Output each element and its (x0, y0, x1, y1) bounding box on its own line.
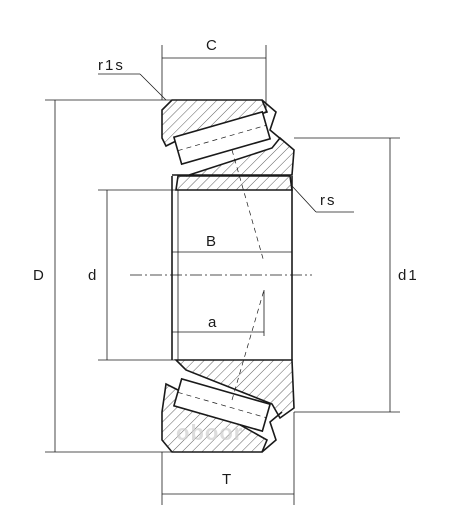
label-d1: d1 (398, 267, 419, 284)
label-B: B (206, 233, 218, 250)
roller-top (172, 110, 272, 166)
roller-bottom (172, 377, 272, 433)
label-rs: rs (320, 192, 337, 209)
contact-line-bottom (231, 289, 265, 401)
inner-ring-top (172, 136, 295, 177)
cage-bottom (261, 411, 283, 453)
label-D: D (33, 267, 46, 284)
r1s-leader-diag (139, 73, 167, 101)
label-a: a (208, 314, 218, 331)
label-r1s: r1s (98, 57, 125, 74)
inner-ring-top-body (175, 175, 293, 191)
label-T: T (222, 471, 233, 488)
cage-top (261, 99, 283, 141)
label-c: C (206, 37, 219, 54)
label-d: d (88, 267, 98, 284)
rs-leader-diag (291, 185, 317, 213)
watermark-text: oboor (176, 420, 243, 445)
contact-line-top (231, 149, 265, 263)
